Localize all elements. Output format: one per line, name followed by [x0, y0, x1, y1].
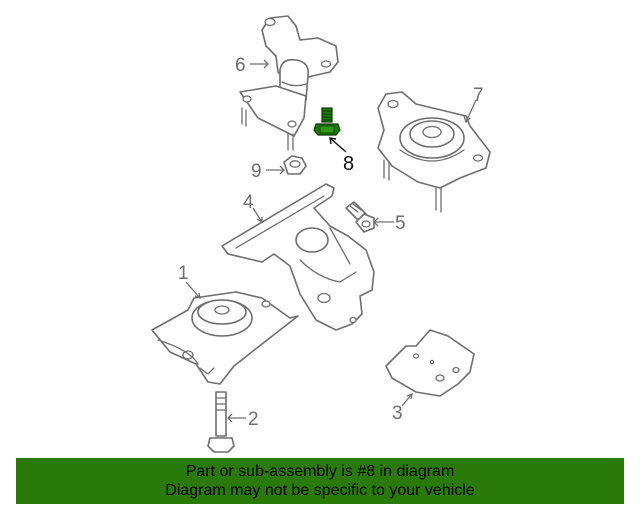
callout-5: 5: [395, 213, 406, 234]
part-1-lower-mount[interactable]: [151, 291, 299, 385]
banner-line-2: Diagram may not be specific to your vehi…: [165, 482, 475, 499]
callout-leaders: [185, 59, 477, 423]
part-4-bracket[interactable]: [221, 183, 375, 331]
part-6-upper-mount[interactable]: [239, 15, 339, 151]
callout-7: 7: [473, 85, 484, 106]
callout-1: 1: [178, 263, 189, 284]
info-banner: Part or sub-assembly is #8 in diagram Di…: [16, 458, 624, 504]
part-5-bolt[interactable]: [345, 201, 375, 233]
parts-diagram: 6 7 8 9 5 4 1 2 3: [151, 15, 491, 453]
callout-6: 6: [235, 55, 246, 76]
callout-2: 2: [248, 409, 259, 430]
callout-9: 9: [251, 161, 262, 182]
part-2-long-bolt[interactable]: [207, 391, 235, 453]
callout-4: 4: [243, 192, 254, 213]
callout-8[interactable]: 8: [343, 153, 354, 175]
part-3-plate[interactable]: [385, 329, 475, 397]
callout-3: 3: [392, 403, 403, 424]
part-7-right-mount[interactable]: [377, 91, 491, 213]
part-8-bolt[interactable]: [313, 107, 341, 136]
banner-line-1: Part or sub-assembly is #8 in diagram: [185, 463, 455, 480]
part-9-nut[interactable]: [283, 155, 307, 175]
